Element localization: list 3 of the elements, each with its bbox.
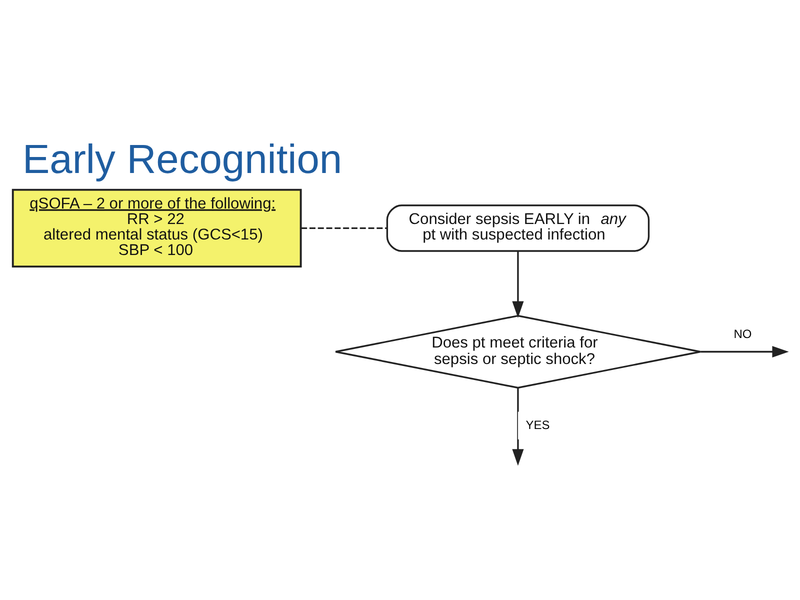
edge-label: YES	[526, 418, 550, 432]
diagram-title: Early Recognition	[22, 136, 342, 182]
edge-label: NO	[734, 326, 752, 341]
